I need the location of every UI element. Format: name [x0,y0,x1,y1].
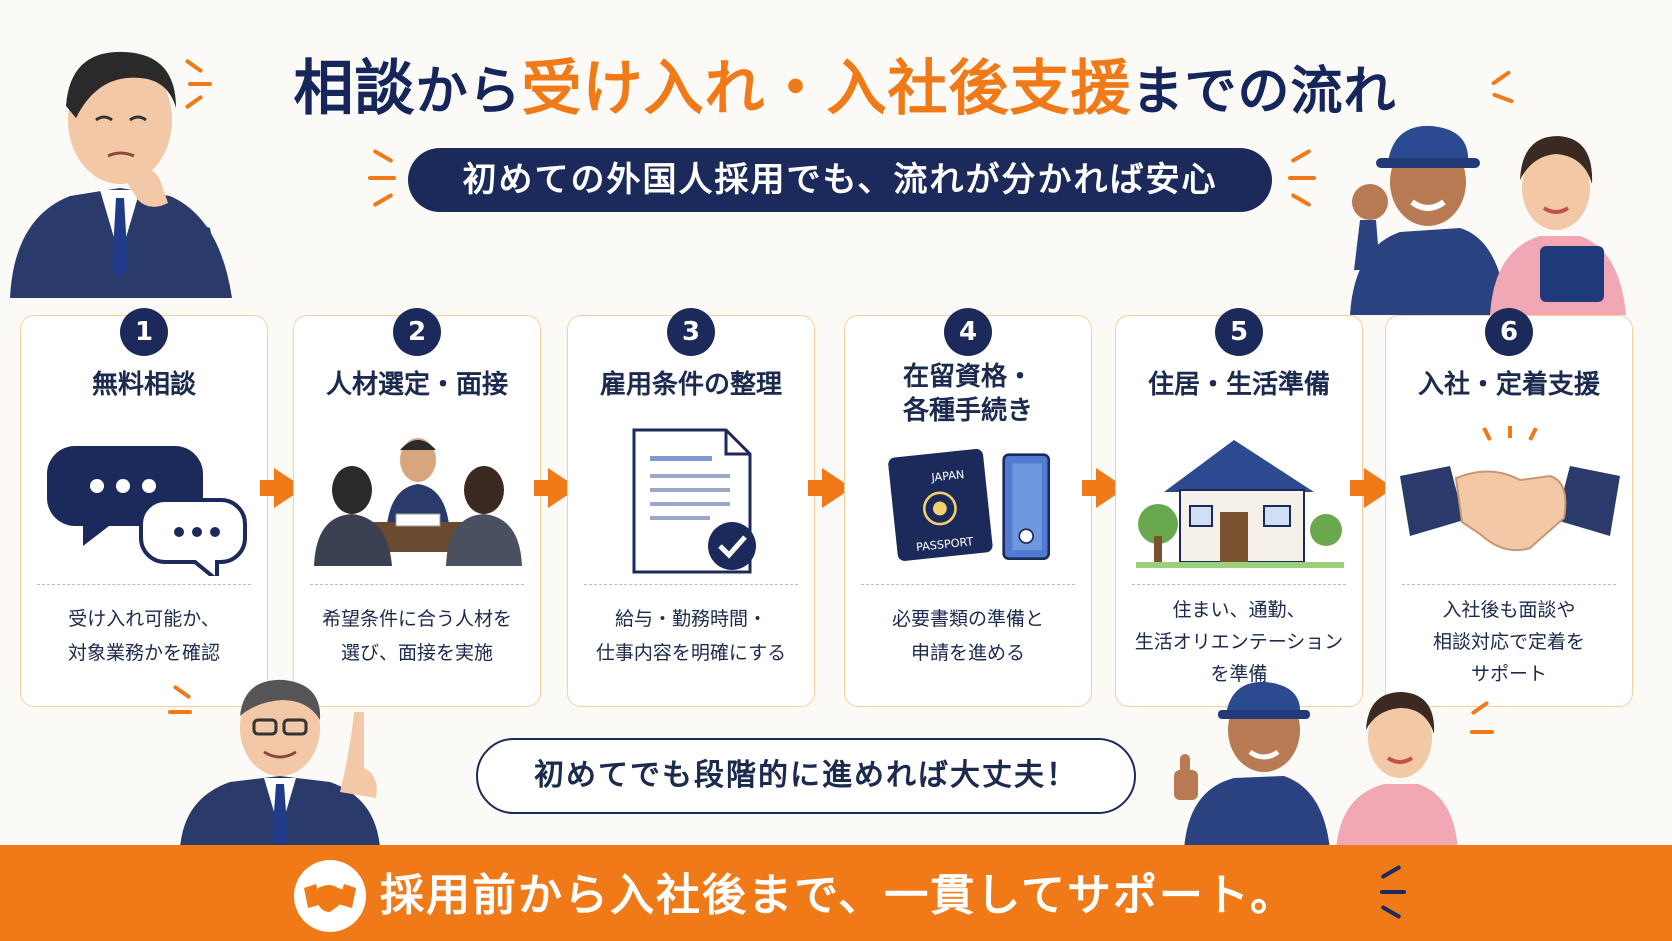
step-description: 入社後も面談や 相談対応で定着を サポート [1432,599,1585,685]
attention-burst [362,148,402,208]
step-description: 住まい、通勤、 生活オリエンテーション を準備 [1134,599,1344,685]
step-description: 受け入れ可能か、 対象業務かを確認 [67,608,220,664]
step-number-badge: 5 [1215,308,1263,356]
workers-cheering-illustration [1350,125,1626,315]
step-number-badge: 6 [1485,308,1533,356]
handshake-badge [294,860,366,932]
title-part-consult: 相談 [293,54,416,124]
handshake-icon [1400,426,1620,552]
attention-burst [176,58,216,110]
title-part-from: から [415,62,522,122]
step-description: 給与・勤務時間・ 仕事内容を明確にする [595,608,787,664]
card-divider [1132,584,1346,585]
card-divider [310,584,524,585]
attention-burst [1466,700,1506,750]
chat-bubbles-icon [47,446,247,576]
attention-burst [166,684,206,734]
page-title: 相談から受け入れ・入社後支援までの流れ [220,44,1470,134]
passport-binder-icon: JAPAN PASSPORT [888,448,1051,561]
speech-bubble: 初めてでも段階的に進めれば大丈夫！ [476,738,1136,814]
pondering-businessman-illustration [10,51,232,298]
step-title: 住居・生活準備 [1147,370,1330,400]
step-title: 無料相談 [91,370,196,400]
step-number-badge: 1 [120,308,168,356]
step-title: 人材選定・面接 [325,370,508,400]
house-icon [1136,440,1344,568]
passport-label-text: PASSPORT [915,535,974,554]
document-check-icon [632,428,756,574]
title-part-highlight: 受け入れ・入社後支援 [521,54,1132,124]
step-title: 入社・定着支援 [1417,370,1600,400]
title-part-flow: までの流れ [1131,62,1397,122]
step-card-3: 雇用条件の整理 給与・勤務時間・ 仕事内容を明確にする [567,315,815,707]
workers-thumbs-up-illustration [1174,681,1458,850]
step-card-2: 人材選定・面接 希望条件に合う人材を 選び、面接を実施 [293,315,541,707]
bottom-banner-text: 採用前から入社後まで、一貫してサポート。 [380,870,1297,921]
step-title: 在留資格・ 各種手続き [902,362,1033,426]
step-number-badge: 4 [944,308,992,356]
step-number-badge: 3 [667,308,715,356]
attention-burst [1486,70,1526,110]
step-card-6: 入社・定着支援 入社後も面談や 相談対応で定着を サポート [1385,315,1633,707]
handshake-icon [304,884,356,912]
card-divider [861,584,1075,585]
interview-icon [314,438,522,566]
subtitle-banner: 初めての外国人採用でも、流れが分かれば安心 [408,148,1272,212]
attention-burst [1284,148,1324,208]
card-divider [584,584,798,585]
step-description: 必要書類の準備と 申請を進める [891,608,1044,664]
step-card-5: 住居・生活準備 住まい、通勤、 生活オリエンテーション を準備 [1115,315,1363,707]
step-card-4: 在留資格・ 各種手続き JAPAN PASSPORT 必要書類の準備と 申請を進… [844,315,1092,707]
step-title: 雇用条件の整理 [599,370,782,400]
step-number-badge: 2 [393,308,441,356]
card-divider [1402,584,1616,585]
pointing-businessman-illustration [180,679,380,848]
step-card-1: 無料相談 受け入れ可能か、 対象業務かを確認 [20,315,268,707]
step-description: 希望条件に合う人材を 選び、面接を実施 [321,608,512,664]
attention-burst [1376,862,1416,922]
passport-country-text: JAPAN [930,468,965,484]
card-divider [37,584,251,585]
